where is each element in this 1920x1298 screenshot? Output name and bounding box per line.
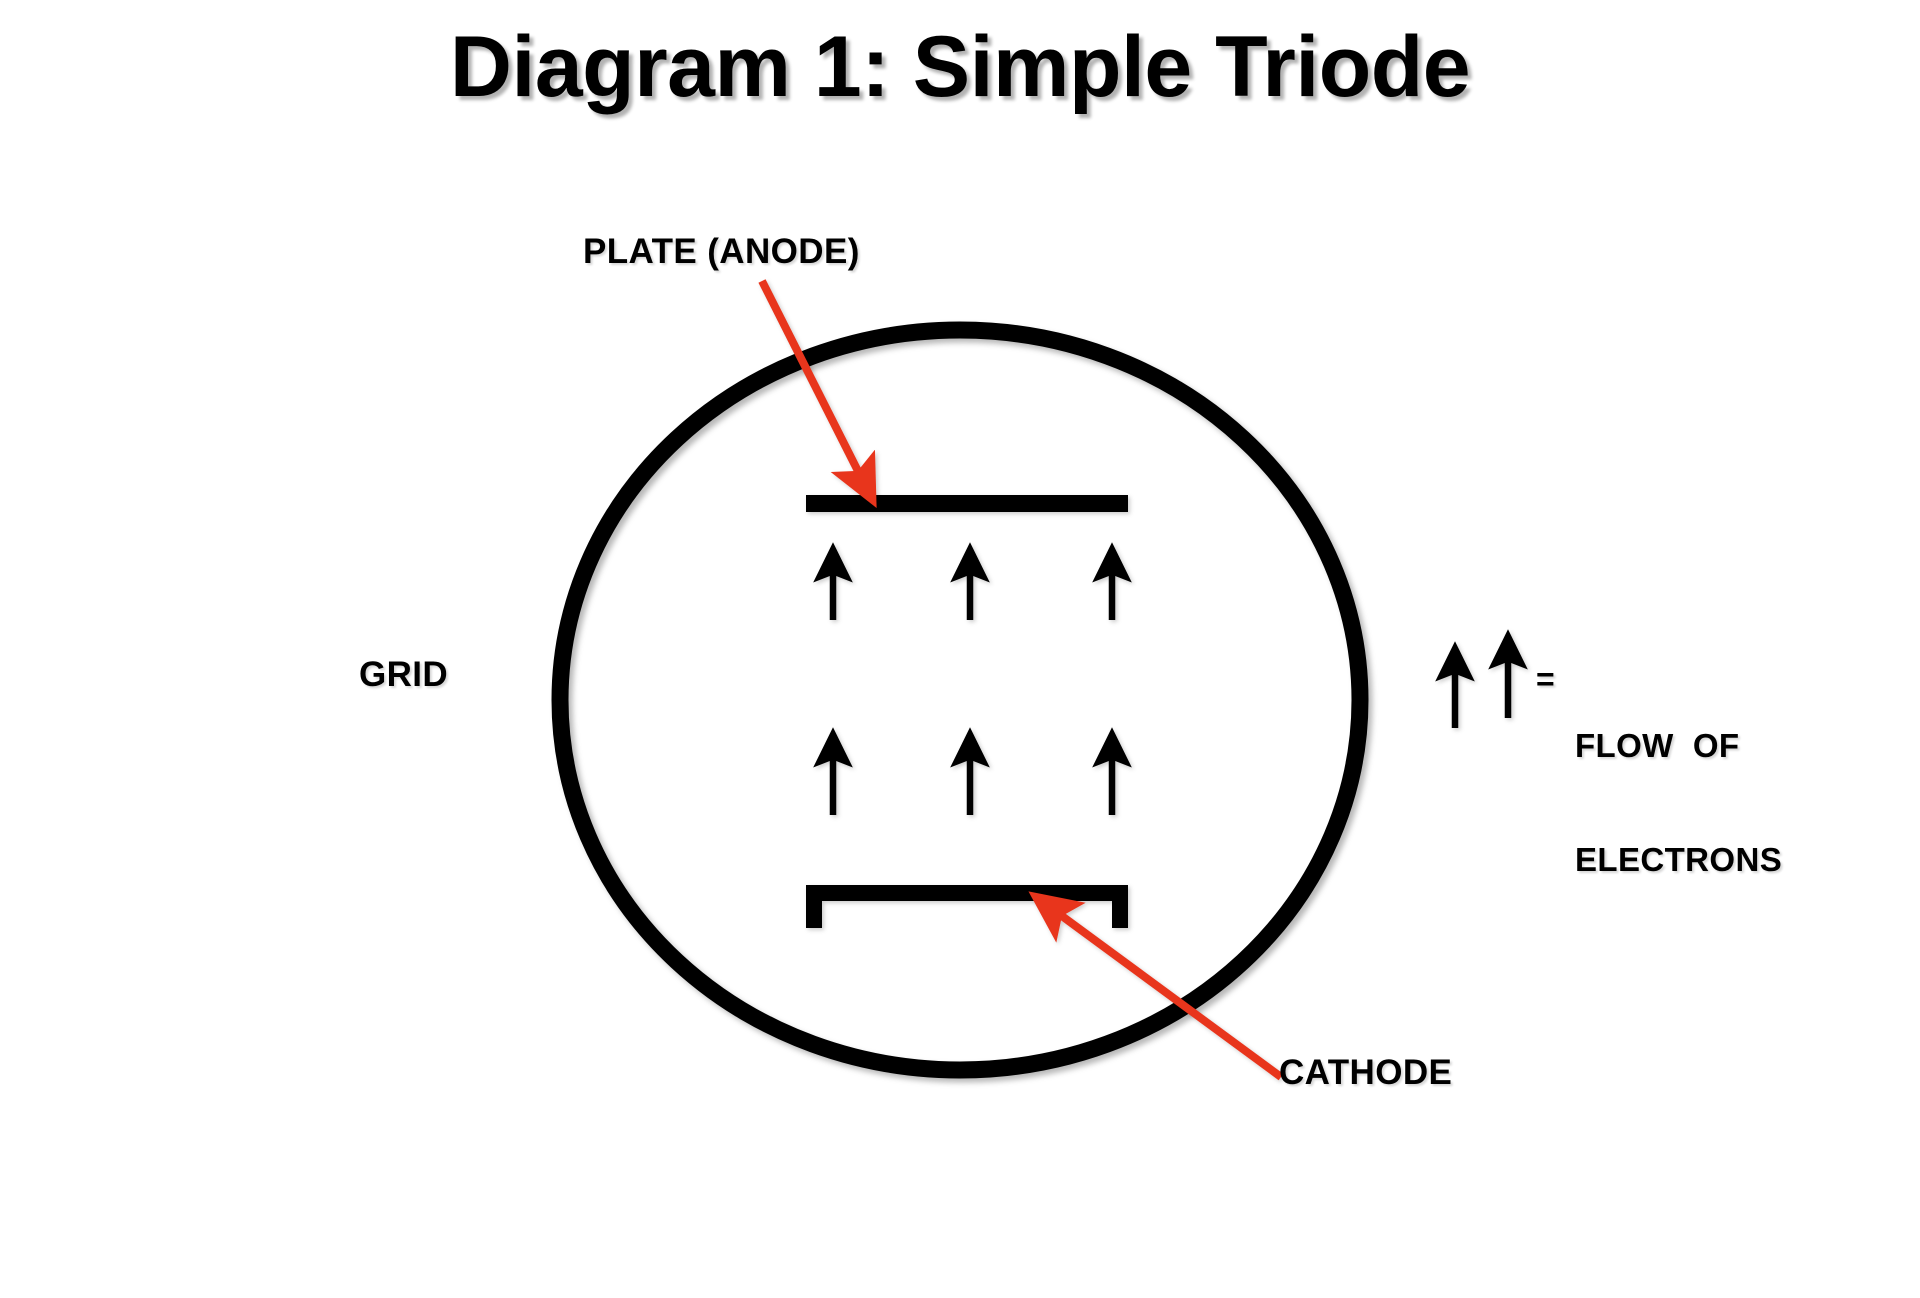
legend-electron-arrows — [1435, 629, 1528, 728]
page-title: Diagram 1: Simple Triode — [449, 19, 1471, 115]
electron-flow-arrows-lower — [813, 727, 1132, 815]
legend-text: FLOW OF ELECTRONS — [1575, 650, 1782, 956]
legend-text-line-2: ELECTRONS — [1575, 841, 1783, 879]
plate-anode-electrode — [806, 495, 1128, 512]
cathode-label: CATHODE — [1279, 1053, 1453, 1092]
legend-text-line-1: FLOW OF — [1575, 726, 1740, 764]
cathode-callout-arrow — [1028, 891, 1284, 1081]
grid-label: GRID — [359, 655, 449, 694]
tube-envelope-circle — [551, 321, 1369, 1079]
legend-equals-sign: = — [1536, 661, 1555, 697]
plate-callout-arrow — [758, 279, 877, 508]
plate-label: PLATE (ANODE) — [583, 232, 860, 271]
cathode-electrode — [806, 885, 1128, 928]
electron-flow-arrows-upper — [813, 542, 1132, 620]
